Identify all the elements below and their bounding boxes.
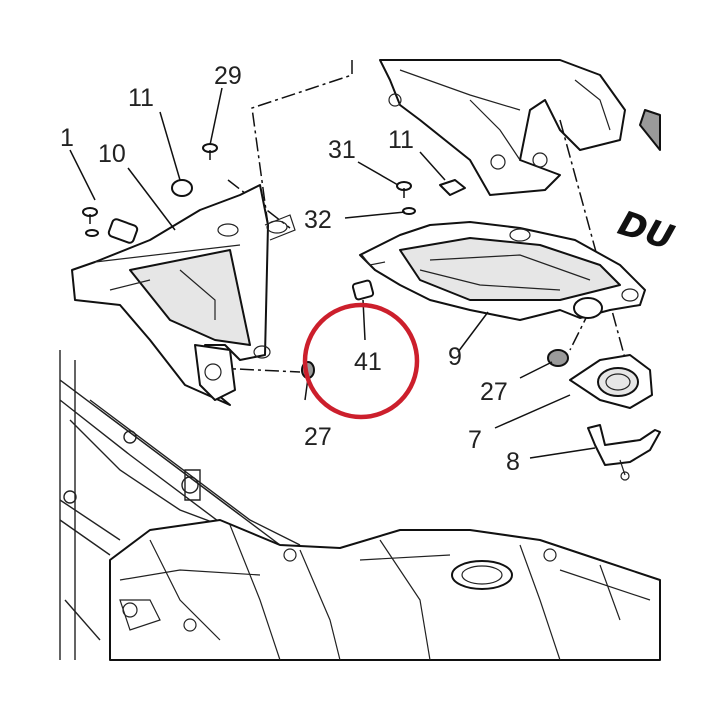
callout-27-right: 27 bbox=[480, 378, 508, 406]
grommet-11-left bbox=[171, 179, 193, 197]
left-side-fairing bbox=[71, 184, 296, 406]
rubber-pad-41 bbox=[351, 279, 375, 301]
leader-lines bbox=[69, 87, 596, 459]
callout-27-center: 27 bbox=[304, 423, 332, 451]
washer-32 bbox=[402, 207, 416, 215]
screw-left bbox=[82, 207, 99, 237]
lock-cover-7 bbox=[569, 354, 653, 409]
callout-8: 8 bbox=[506, 448, 520, 476]
callout-32: 32 bbox=[304, 206, 332, 234]
callout-10: 10 bbox=[98, 140, 126, 168]
callout-9: 9 bbox=[448, 343, 462, 371]
upper-frame-bracket bbox=[379, 59, 661, 196]
rubber-pad-left bbox=[107, 218, 139, 244]
callout-29: 29 bbox=[214, 62, 242, 90]
callout-1: 1 bbox=[60, 124, 74, 152]
highlight-circle bbox=[302, 302, 420, 420]
screw-29 bbox=[202, 143, 218, 160]
callout-11-left: 11 bbox=[128, 84, 154, 112]
brand-fragment: DU bbox=[613, 203, 678, 258]
callout-labels: 29 11 1 10 31 11 32 41 9 27 27 7 8 bbox=[60, 62, 520, 476]
grommet-27-right bbox=[547, 349, 569, 367]
callout-41: 41 bbox=[354, 348, 382, 376]
callout-7: 7 bbox=[468, 426, 482, 454]
screw-31 bbox=[396, 181, 412, 198]
callout-31: 31 bbox=[328, 136, 356, 164]
fuel-tank bbox=[109, 519, 661, 661]
clip-11-right bbox=[439, 179, 466, 196]
bracket-8 bbox=[587, 424, 661, 481]
callout-11-right: 11 bbox=[388, 126, 414, 154]
right-side-fairing bbox=[359, 221, 646, 321]
